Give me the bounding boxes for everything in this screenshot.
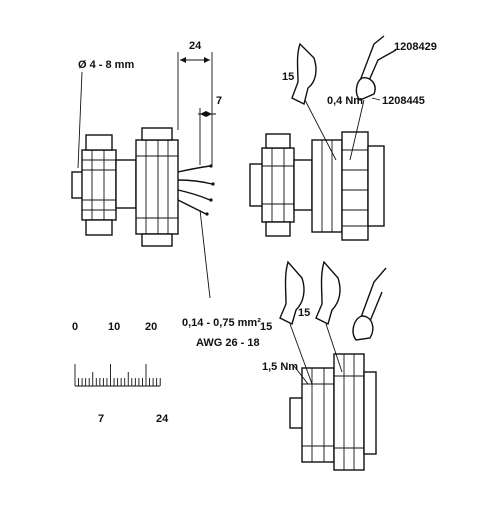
step-3-connector bbox=[289, 353, 377, 471]
tool-part-numbers: 1208429 1208445 bbox=[371, 41, 437, 107]
ruler-mark-7: 7 bbox=[98, 413, 104, 425]
wrench-size-bottom-left-label: 15 bbox=[260, 321, 272, 333]
step-1-connector-parts bbox=[71, 127, 215, 247]
strip-length-dimension: 24 bbox=[177, 40, 213, 165]
torque-bottom-callout: 1,5 Nm bbox=[262, 361, 309, 385]
torque-top-label: 0,4 Nm bbox=[327, 95, 363, 107]
cable-diameter-label: Ø 4 - 8 mm bbox=[78, 59, 134, 71]
wrench-left-icon: 15 bbox=[260, 260, 313, 385]
wrench-right-icon: 15 bbox=[298, 260, 343, 373]
torque-bottom-label: 1,5 Nm bbox=[262, 361, 298, 373]
strip-length-label: 24 bbox=[189, 40, 202, 52]
insulation-strip-dimension: 7 bbox=[198, 95, 222, 165]
wire-section-label: 0,14 - 0,75 mm² bbox=[182, 317, 261, 329]
tool-part-1-label: 1208429 bbox=[394, 41, 437, 53]
step-2-connector bbox=[249, 131, 385, 241]
tool-part-2-label: 1208445 bbox=[382, 95, 425, 107]
ruler-tick-marks bbox=[74, 364, 161, 386]
wrench-size-top-label: 15 bbox=[282, 71, 294, 83]
strip-gauge-ruler: 0 10 20 7 24 bbox=[72, 321, 169, 425]
wrench-size-bottom-right-label: 15 bbox=[298, 307, 310, 319]
torque-tool-bottom-icon bbox=[352, 267, 387, 341]
wire-section-callout: 0,14 - 0,75 mm² AWG 26 - 18 bbox=[182, 209, 261, 349]
torque-tool-icon: 0,4 Nm bbox=[327, 35, 397, 161]
insulation-strip-label: 7 bbox=[216, 95, 222, 107]
ruler-tick-20: 20 bbox=[145, 321, 157, 333]
cable-diameter-callout: Ø 4 - 8 mm bbox=[77, 59, 134, 169]
ruler-mark-24: 24 bbox=[156, 413, 169, 425]
ruler-tick-10: 10 bbox=[108, 321, 120, 333]
ruler-tick-0: 0 bbox=[72, 321, 78, 333]
awg-label: AWG 26 - 18 bbox=[196, 337, 260, 349]
wrench-icon: 15 bbox=[282, 42, 337, 161]
